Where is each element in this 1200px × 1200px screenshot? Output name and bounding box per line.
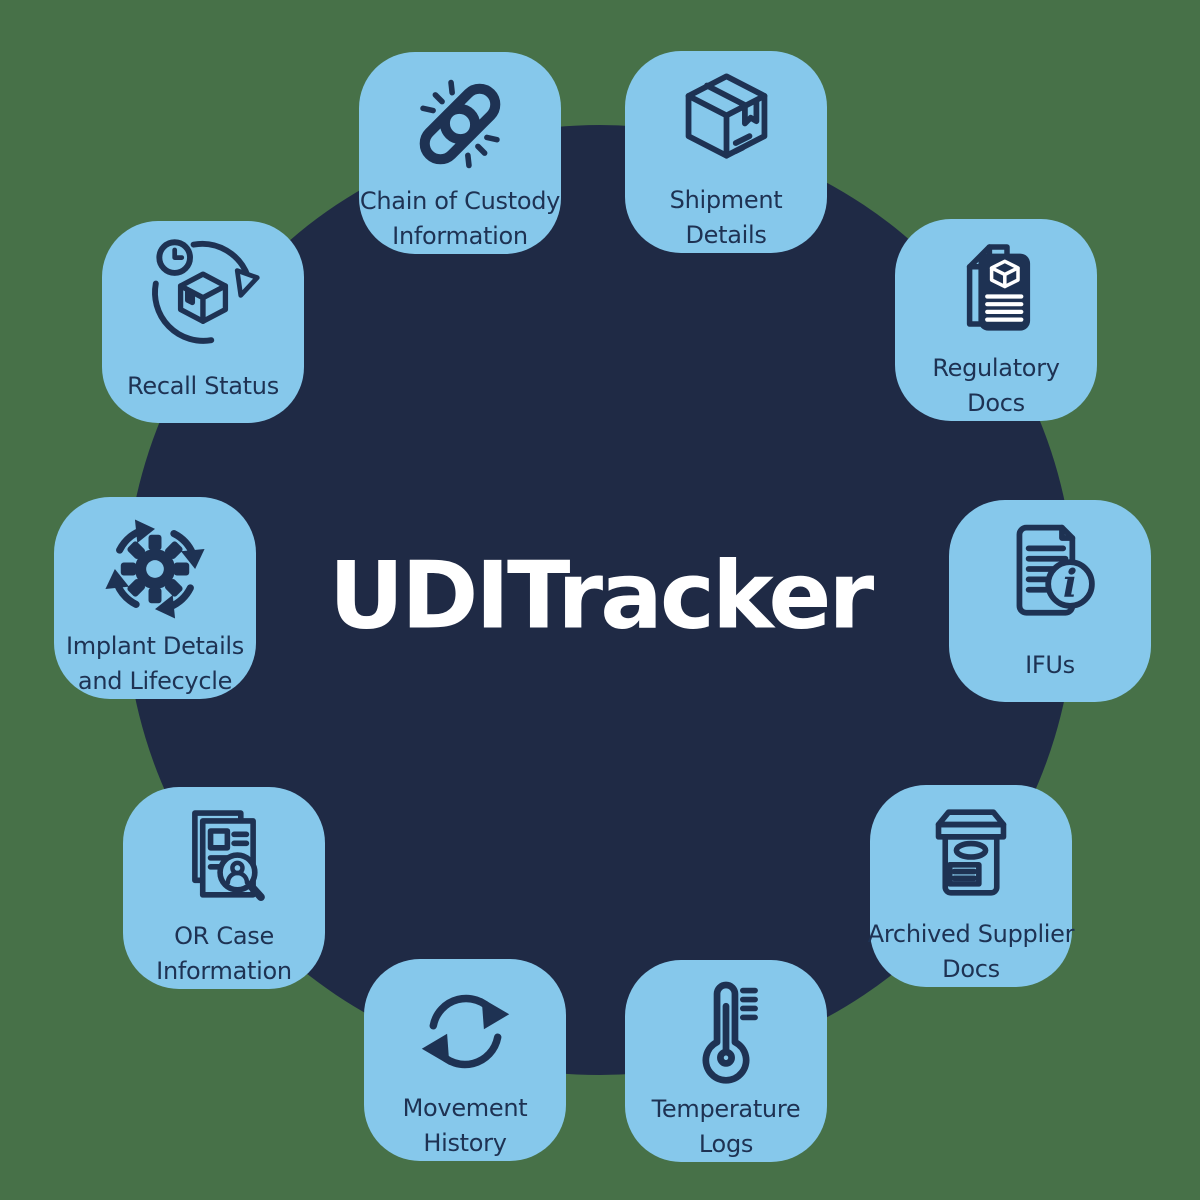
ifu-document-info-icon: i [993,512,1108,632]
node-label: Temperature Logs [651,1095,801,1158]
node-label: Regulatory Docs [932,354,1060,417]
svg-text:i: i [1062,560,1076,605]
node-label: Implant Details and Lifecycle [65,632,245,695]
node-regulatory-docs: Regulatory Docs [895,219,1097,421]
archive-box-icon [915,797,1027,917]
node-recall-status: Recall Status [102,221,304,423]
node-archived-supplier-docs: Archived Supplier Docs [868,785,1075,987]
package-box-icon [669,63,784,183]
node-implant-details-lifecycle: Implant Details and Lifecycle [54,497,256,699]
node-movement-history: Movement History [364,959,566,1161]
node-label: Chain of Custody Information [359,187,561,250]
node-label: OR Case Information [156,922,292,985]
document-search-icon [168,799,280,919]
node-chain-of-custody: Chain of Custody Information [359,52,561,254]
chain-link-icon [404,64,516,184]
node-shipment-details: Shipment Details [625,51,827,253]
node-label: Archived Supplier Docs [867,920,1075,983]
node-or-case-information: OR Case Information [123,787,325,989]
node-temperature-logs: Temperature Logs [625,960,827,1162]
regulatory-docs-icon [941,231,1051,351]
node-ifus: i IFUs [949,500,1151,702]
gear-lifecycle-icon [96,509,214,629]
node-label: Movement History [402,1094,528,1157]
node-label: Shipment Details [669,186,783,249]
cycle-arrows-icon [408,971,523,1091]
thermometer-icon [670,972,782,1092]
node-label: IFUs [1025,651,1075,679]
recall-box-clock-icon [144,233,262,353]
hub-title: UDITracker [328,541,875,650]
node-label: Recall Status [127,372,279,400]
